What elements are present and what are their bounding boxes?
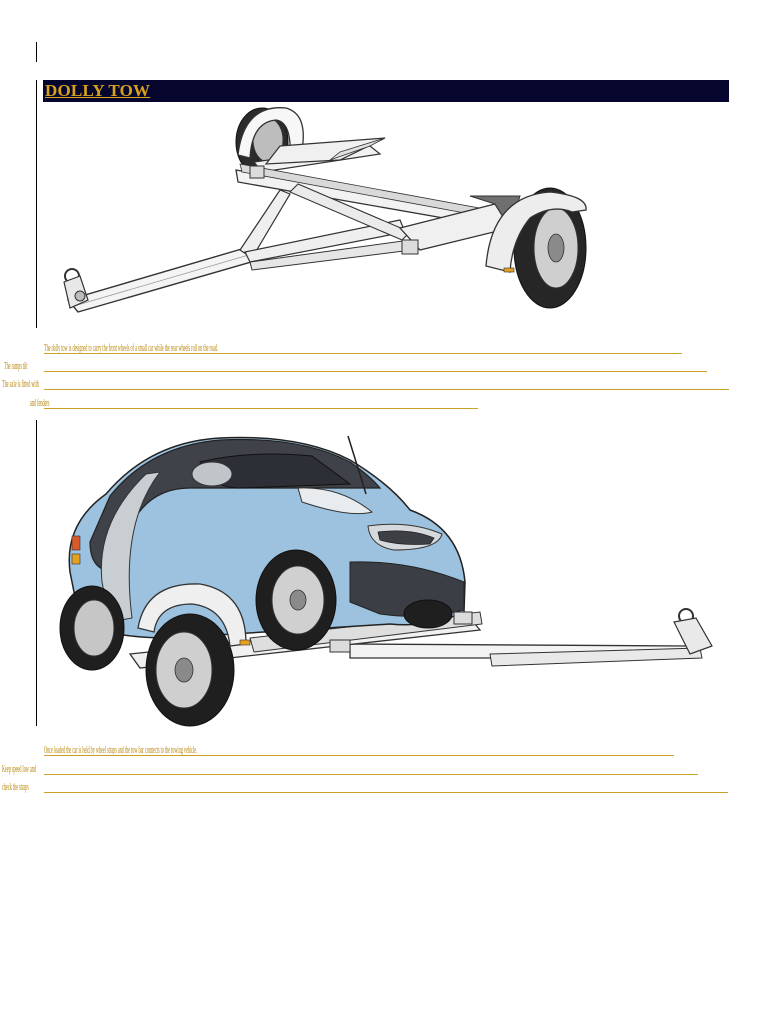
paragraph-1-rule-3	[44, 389, 729, 390]
paragraph-1-line-4: and fenders	[30, 398, 50, 409]
margin-line-section-2	[36, 420, 37, 726]
paragraph-1-line-1: The dolly tow is designed to carry the f…	[44, 343, 219, 354]
tow-dolly-illustration	[63, 107, 587, 313]
paragraph-2-rule-3	[44, 792, 728, 793]
margin-line-section-1	[36, 80, 37, 328]
section-title: DOLLY TOW	[45, 81, 151, 100]
paragraph-2-line-1: Once loaded the car is held by wheel str…	[44, 745, 198, 756]
paragraph-2-line-2: Keep speed low and	[2, 764, 36, 775]
paragraph-2-rule-2	[44, 774, 698, 775]
paragraph-1-rule-2	[44, 371, 707, 372]
section-title-bar: DOLLY TOW	[43, 80, 729, 102]
margin-line-top	[36, 42, 37, 62]
car-on-tow-dolly-illustration	[59, 435, 713, 727]
paragraph-1-line-3: The axle is fitted with	[2, 379, 39, 390]
paragraph-1-rule-4	[44, 408, 478, 409]
paragraph-2-rule-1	[44, 755, 674, 756]
paragraph-1-rule-1	[44, 353, 682, 354]
paragraph-2-line-3: check the straps	[2, 782, 29, 793]
paragraph-1-line-2: The ramps tilt	[4, 361, 28, 372]
